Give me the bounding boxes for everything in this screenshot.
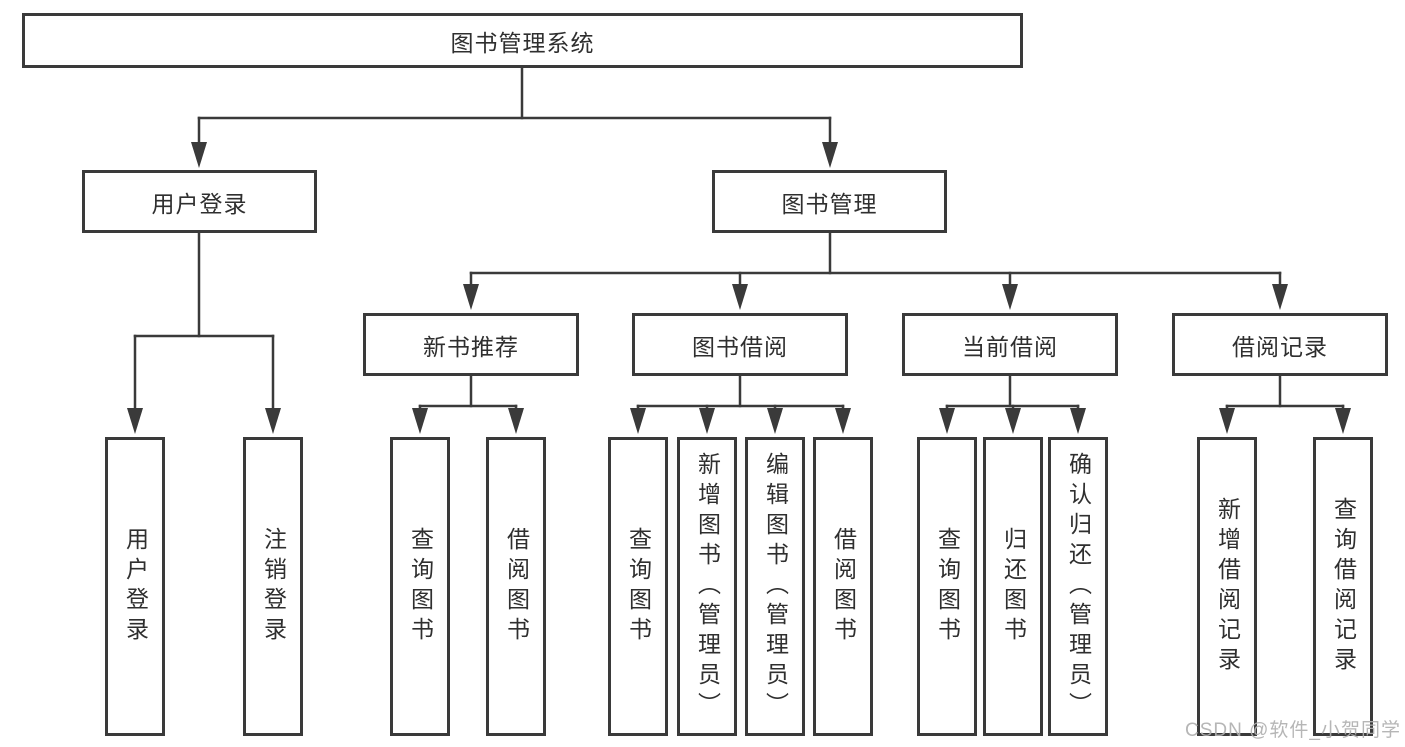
node-borrow-borrow-books: 借阅图书 <box>813 437 873 736</box>
node-current-return-books: 归还图书 <box>983 437 1043 736</box>
node-current-query-books: 查询图书 <box>917 437 977 736</box>
node-label: 查询图书 <box>934 526 961 647</box>
node-label: 查询借阅记录 <box>1330 496 1357 677</box>
node-current-confirm-return-admin: 确认归还（管理员） <box>1048 437 1108 736</box>
node-label: 编辑图书（管理员） <box>762 451 789 722</box>
node-label: 新增借阅记录 <box>1214 496 1241 677</box>
node-label: 用户登录 <box>151 190 248 217</box>
node-user-login: 用户登录 <box>82 170 317 233</box>
node-records-add-record: 新增借阅记录 <box>1197 437 1257 736</box>
node-library-management-system: 图书管理系统 <box>22 13 1023 68</box>
node-label: 用户登录 <box>122 526 149 647</box>
node-borrow-add-books-admin: 新增图书（管理员） <box>677 437 737 736</box>
node-label: 归还图书 <box>1000 526 1027 647</box>
node-logout-leaf: 注销登录 <box>243 437 303 736</box>
node-label: 借阅图书 <box>830 526 857 647</box>
node-label: 新书推荐 <box>423 333 519 360</box>
node-book-management: 图书管理 <box>712 170 947 233</box>
csdn-watermark: CSDN @软件_小贺同学 <box>1185 720 1401 741</box>
node-user-login-leaf: 用户登录 <box>105 437 165 736</box>
node-label: 查询图书 <box>407 526 434 647</box>
node-label: 图书管理系统 <box>450 29 595 56</box>
node-borrow-edit-books-admin: 编辑图书（管理员） <box>745 437 805 736</box>
node-book-borrow: 图书借阅 <box>632 313 848 376</box>
node-current-borrow: 当前借阅 <box>902 313 1118 376</box>
node-label: 注销登录 <box>260 526 287 647</box>
node-newbook-borrow-books: 借阅图书 <box>486 437 546 736</box>
node-label: 图书借阅 <box>692 333 788 360</box>
node-borrow-records: 借阅记录 <box>1172 313 1388 376</box>
node-newbook-query-books: 查询图书 <box>390 437 450 736</box>
node-records-query-record: 查询借阅记录 <box>1313 437 1373 736</box>
node-label: 借阅图书 <box>503 526 530 647</box>
node-label: 查询图书 <box>625 526 652 647</box>
node-label: 图书管理 <box>781 190 878 217</box>
node-new-book-recommend: 新书推荐 <box>363 313 579 376</box>
node-label: 借阅记录 <box>1232 333 1328 360</box>
node-borrow-query-books: 查询图书 <box>608 437 668 736</box>
node-label: 新增图书（管理员） <box>694 451 721 722</box>
node-label: 当前借阅 <box>962 333 1058 360</box>
node-label: 确认归还（管理员） <box>1065 451 1092 722</box>
